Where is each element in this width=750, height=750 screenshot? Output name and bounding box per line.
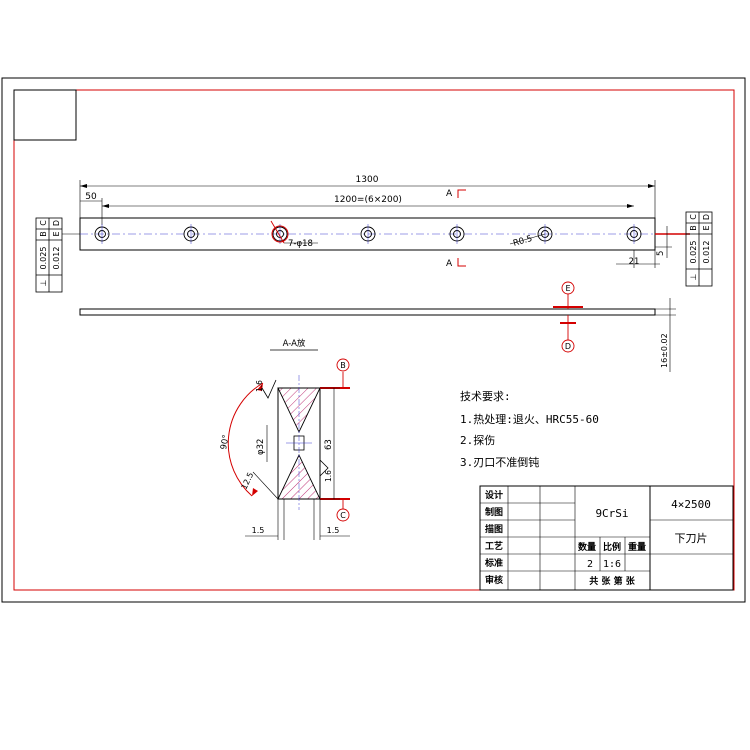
datum-ref: C: [689, 214, 698, 220]
section-title: A-A放: [283, 338, 306, 349]
tech-requirements: 技术要求: 1.热处理:退火、HRC55-60 2.探伤 3.刃口不准倒钝: [460, 390, 599, 469]
roughness-symbol: [261, 379, 277, 399]
chamfer-dim: 12.5: [240, 471, 256, 491]
datum-b-label: B: [340, 361, 346, 370]
tolerance-frame-left: ⊥ 0.025 B C 0.012 E D: [35, 217, 80, 293]
datum-ref: E: [702, 225, 711, 230]
corner-box: [13, 89, 77, 141]
tech-item: 3.刃口不准倒钝: [460, 455, 539, 469]
row-label: 审核: [485, 574, 503, 586]
roughness-right: 1.6: [324, 470, 333, 482]
overall-length-dim: 1300: [356, 175, 379, 185]
roughness-symbol: [319, 459, 329, 477]
tolerance-value: 0.012: [702, 241, 711, 264]
side-view: E D 16±0.02: [79, 281, 676, 372]
height-dim: 5: [656, 251, 666, 256]
datum-ref: D: [702, 214, 711, 220]
datum-c-label: C: [340, 511, 346, 520]
pitch-dim: 1200=(6×200): [334, 195, 402, 205]
datum-ref: E: [52, 231, 61, 236]
perpendicularity-symbol: ⊥: [689, 273, 698, 280]
title-block: 设计 制图 描图 工艺 标准 审核 9CrSi 4×2500 下刀片 数量 比例…: [479, 485, 734, 591]
sheet-count: 共 张 第 张: [589, 575, 635, 587]
tolerance-frame-right: ⊥ 0.025 B C 0.012 E D: [685, 211, 713, 287]
hole-callout: 7-φ18: [288, 239, 313, 249]
datum-ref: C: [39, 220, 48, 226]
quantity-value: 2: [587, 559, 593, 570]
row-label: 标准: [484, 557, 503, 569]
datum-d-label: D: [565, 342, 571, 351]
row-label: 工艺: [485, 540, 503, 552]
row-label: 描图: [485, 523, 503, 535]
col-header: 重量: [628, 541, 646, 553]
section-mark-bottom: A: [446, 259, 453, 269]
thickness-dim: 16±0.02: [660, 333, 669, 368]
bolt-holes: [94, 224, 642, 244]
hole-dia-dim: φ32: [256, 439, 266, 455]
row-label: 制图: [485, 506, 503, 518]
tech-item: 2.探伤: [460, 434, 495, 447]
col-header: 比例: [603, 541, 621, 553]
stock-size: 4×2500: [671, 498, 711, 511]
hole: [183, 224, 199, 244]
tech-item: 1.热处理:退火、HRC55-60: [460, 413, 599, 426]
datum-ref: B: [39, 231, 48, 237]
corner-radius-dim: R0.5: [512, 234, 533, 249]
scale-value: 1:6: [603, 559, 621, 570]
outer-border: [1, 77, 746, 603]
section-height-dim: 63: [324, 439, 334, 450]
tech-title: 技术要求:: [460, 390, 511, 403]
hole: [272, 224, 288, 244]
tolerance-value: 0.025: [689, 241, 698, 264]
part-name: 下刀片: [675, 532, 708, 545]
tolerance-value: 0.012: [52, 247, 61, 270]
datum-ref: B: [689, 225, 698, 231]
angle-arc: [227, 382, 264, 497]
material: 9CrSi: [595, 507, 628, 520]
hole: [94, 224, 110, 244]
tolerance-value: 0.025: [39, 247, 48, 270]
hole: [360, 224, 376, 244]
hole: [449, 224, 465, 244]
width-dim-right: 1.5: [327, 526, 340, 535]
end-offset-dim: 50: [85, 192, 97, 202]
perpendicularity-symbol: ⊥: [39, 279, 48, 286]
section-view: A-A放 B C 63 φ32 90°: [219, 338, 350, 540]
datum-ref: D: [52, 220, 61, 226]
inner-border: [13, 89, 735, 591]
row-label: 设计: [485, 489, 503, 501]
width-dim-left: 1.5: [252, 526, 265, 535]
hole: [626, 224, 642, 244]
main-view: 1300 1200=(6×200) 50 A A: [79, 175, 690, 269]
angle-dim: 90°: [219, 434, 231, 451]
col-header: 数量: [578, 541, 596, 553]
datum-e-label: E: [565, 284, 570, 293]
blade-side-outline: [79, 308, 656, 316]
roughness-top: 1.6: [255, 380, 264, 392]
section-mark-top: A: [446, 189, 453, 199]
edge-dim: 21: [629, 257, 640, 267]
